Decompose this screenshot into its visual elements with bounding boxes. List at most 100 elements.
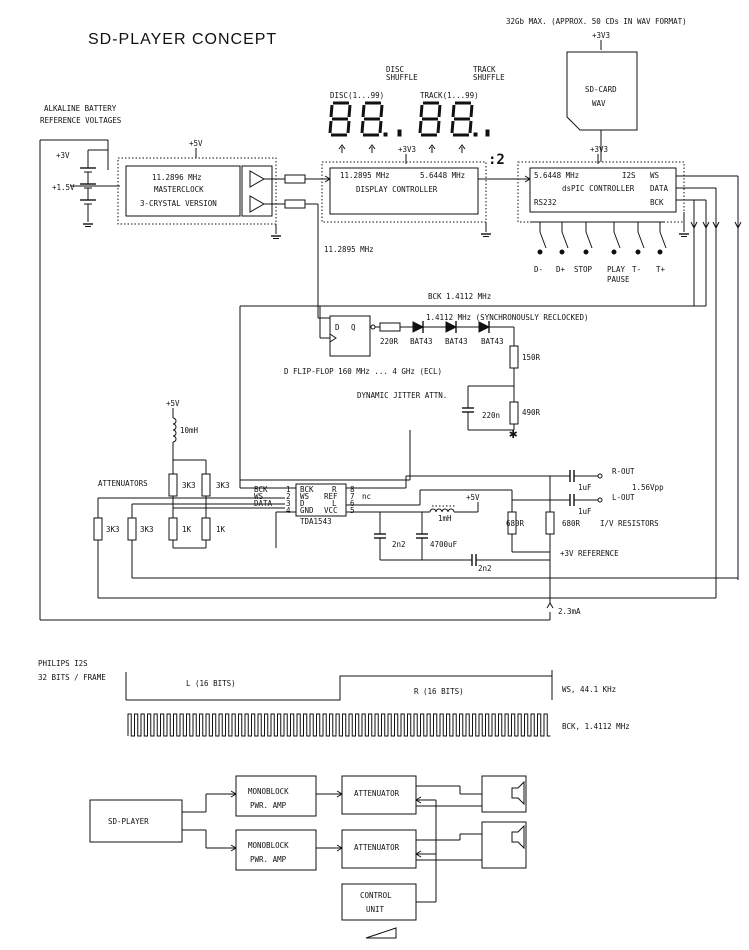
r490-label: 490R [522, 408, 541, 417]
pin-label-ref: REF [324, 492, 338, 501]
r680b-label: 680R [562, 519, 581, 528]
pin-label-gnd: GND [300, 506, 314, 515]
c2n2b-label: 2n2 [478, 564, 492, 573]
dspic-data: DATA [650, 184, 669, 193]
dspic-name: dsPIC CONTROLLER [562, 184, 635, 193]
timing-title: PHILIPS I2S [38, 659, 88, 668]
display-supply: +3V3 [398, 145, 416, 154]
display-controller-block [329, 167, 479, 215]
battery-label: ALKALINE BATTERY [44, 104, 117, 113]
pin5: 5 [350, 506, 355, 515]
c220-label: 220n [482, 411, 500, 420]
disc-shuffle-dot [397, 129, 402, 137]
button-label-disc-plus: D+ [556, 265, 566, 274]
masterclock-version: 3-CRYSTAL VERSION [140, 199, 217, 208]
sd-card-shape [566, 51, 638, 131]
amp1-label-a: MONOBLOCK [248, 787, 289, 796]
battery-symbol [70, 149, 120, 228]
bck-waveform [127, 713, 551, 737]
sdcard-name: SD-CARD [585, 85, 617, 94]
disc-shuffle-label2: SHUFFLE [386, 73, 418, 82]
r680a-label: 680R [506, 519, 525, 528]
att1-label: ATTENUATOR [354, 789, 400, 798]
dac-data-net: DATA [254, 499, 273, 508]
r3k3b-label: 3K3 [216, 481, 230, 490]
dspic-ws: WS [650, 171, 660, 180]
tda1543-label: TDA1543 [300, 517, 332, 526]
battery-label2: REFERENCE VOLTAGES [40, 116, 122, 125]
speaker-icon [511, 824, 525, 850]
jitter-label: DYNAMIC JITTER ATTN. [357, 391, 447, 400]
masterclock-freq: 11.2896 MHz [152, 173, 202, 182]
pin-label-r: R [332, 485, 337, 494]
dspic-controller-block [529, 167, 677, 213]
bat43-3-label: BAT43 [481, 337, 504, 346]
dspic-freq: 5.6448 MHz [534, 171, 579, 180]
c2n2a-label: 2n2 [392, 540, 406, 549]
flip-flop-block [329, 315, 371, 357]
jitter-star: ✱ [509, 426, 518, 442]
l10mh-label: 10mH [180, 426, 199, 435]
dac-ws-net: WS [254, 492, 264, 501]
timing-l-label: L (16 BITS) [186, 679, 236, 688]
control-label-1: CONTROL [360, 891, 392, 900]
sdcard-supply: +3V3 [592, 31, 610, 40]
display-controller-name: DISPLAY CONTROLLER [356, 185, 438, 194]
flip-flop-label: D FLIP-FLOP 160 MHz ... 4 GHz (ECL) [284, 367, 442, 376]
timing-r-label: R (16 BITS) [414, 687, 464, 696]
button-label-track-plus: T+ [656, 265, 666, 274]
pin3: 3 [286, 499, 291, 508]
r150-label: 150R [522, 353, 541, 362]
masterclock-name: MASTERCLOCK [154, 185, 204, 194]
control-label-2: UNIT [366, 905, 385, 914]
dspic-i2s: I2S [622, 171, 636, 180]
control-unit [341, 883, 417, 921]
l-out-label: L-OUT [612, 493, 635, 502]
pin4: 4 [286, 506, 291, 515]
ws-waveform [126, 675, 552, 701]
vpp-label: 1.56Vpp [632, 483, 664, 492]
r1ka-label: 1K [182, 525, 192, 534]
button-label-stop: STOP [574, 265, 593, 274]
l1mh-label: 1mH [438, 514, 452, 523]
reclock-label: 1.4112 MHz (SYNCHRONOUSLY RECLOCKED) [426, 313, 589, 322]
ff-d-pin: D [335, 323, 340, 332]
battery-v2: +1.5V [52, 183, 75, 192]
att2-label: ATTENUATOR [354, 843, 400, 852]
speaker-icon [511, 780, 525, 806]
bck-label: BCK 1.4112 MHz [428, 292, 491, 301]
track-shuffle-label2: SHUFFLE [473, 73, 505, 82]
pin1: 1 [286, 485, 291, 494]
attenuator-2 [341, 829, 417, 869]
masterclock-supply: +5V [189, 139, 203, 148]
button-switches [530, 221, 667, 255]
c1u1-label: 1uF [578, 483, 592, 492]
page-title: SD-PLAYER CONCEPT [88, 31, 277, 48]
timing-subtitle: 32 BITS / FRAME [38, 673, 106, 682]
attenuators-label: ATTENUATORS [98, 479, 148, 488]
track-shuffle-label: TRACK [473, 65, 496, 74]
button-label-play: PLAY [607, 265, 626, 274]
r220-label: 220R [380, 337, 399, 346]
attenuator-1 [341, 775, 417, 815]
c1u2-label: 1uF [578, 507, 592, 516]
r-out-label: R-OUT [612, 467, 635, 476]
pin6: 6 [350, 499, 355, 508]
dac-bck-net: BCK [254, 485, 268, 494]
r3k3a-label: 3K3 [182, 481, 196, 490]
pin-label-l: L [332, 499, 337, 508]
dac-supply: +5V [166, 399, 180, 408]
timing-ws-label: WS, 44.1 KHz [562, 685, 616, 694]
speaker-cabinet-2 [481, 821, 527, 869]
monoblock-1 [235, 775, 317, 817]
display-freq-in: 11.2895 MHz [340, 171, 390, 180]
pin7: 7 [350, 492, 355, 501]
track-shuffle-dot [485, 129, 490, 137]
dac-supply-2: +5V [466, 493, 480, 502]
disc-range-label: DISC(1...99) [330, 91, 384, 100]
divider-label: :2 [488, 152, 505, 168]
track-range-label: TRACK(1...99) [420, 91, 479, 100]
pin-label-bck: BCK [300, 485, 314, 494]
amp2-label-b: PWR. AMP [250, 855, 287, 864]
